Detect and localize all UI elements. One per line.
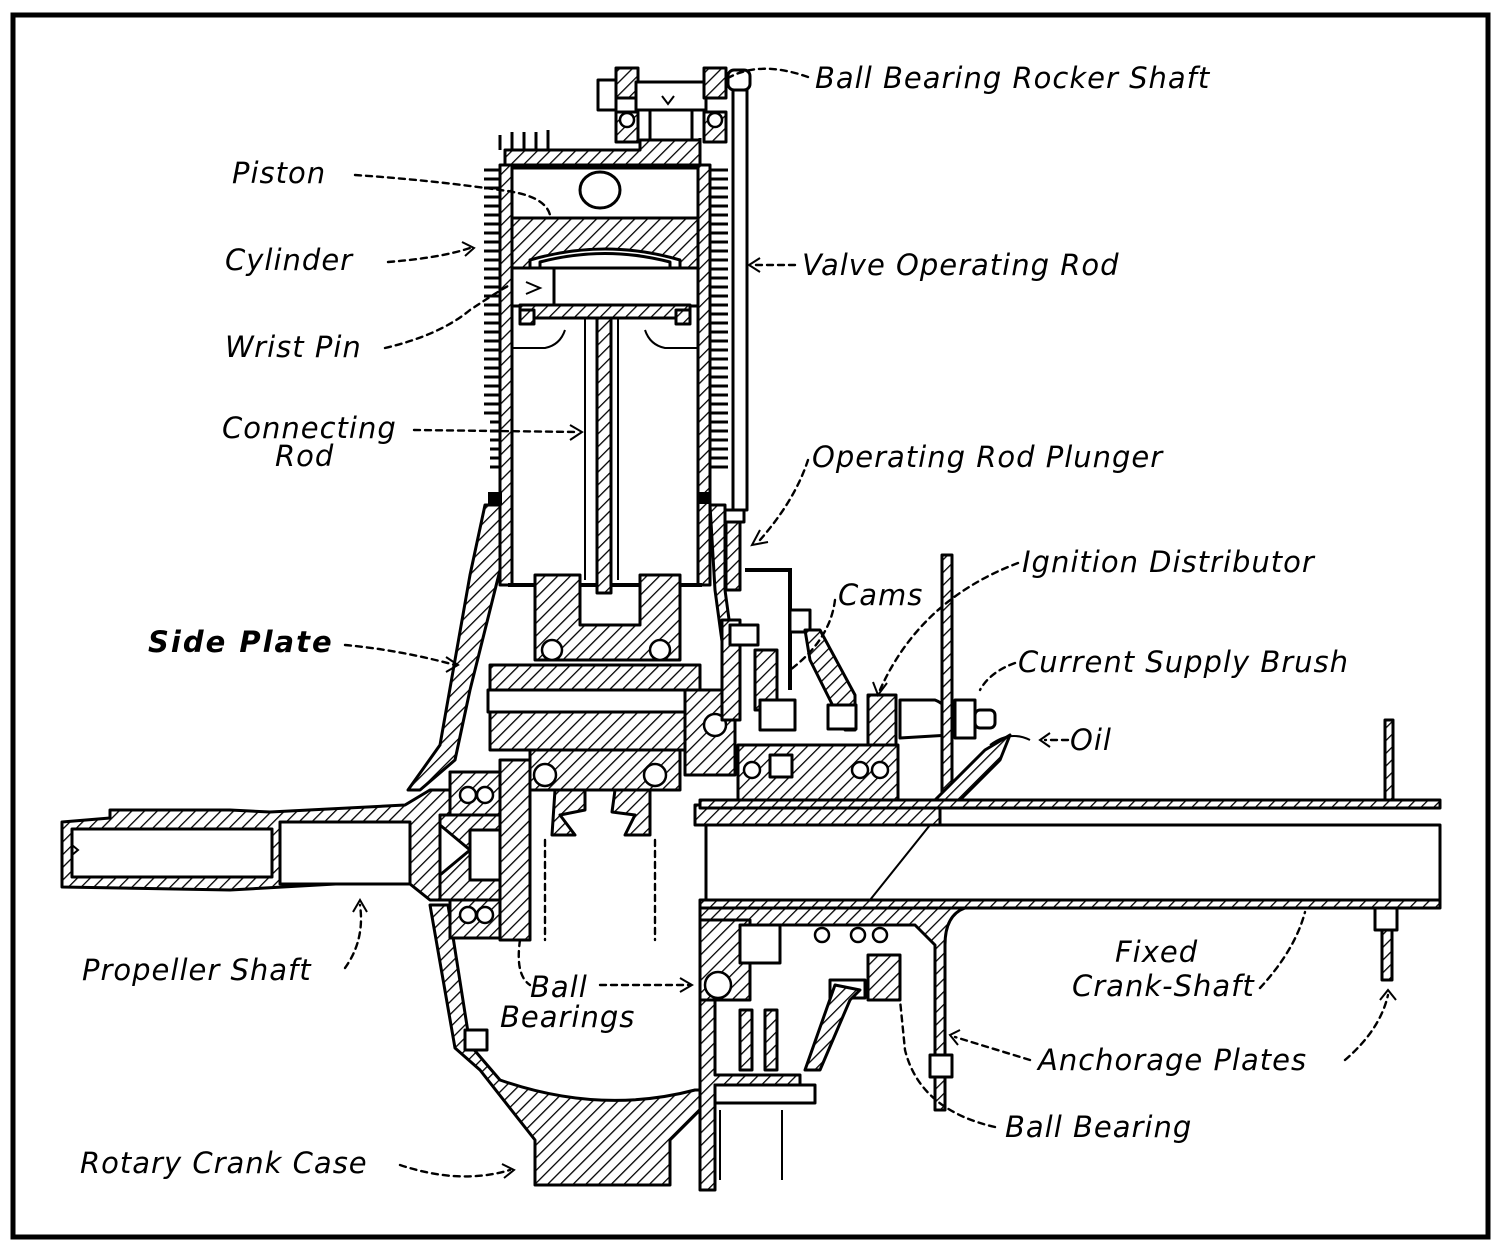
label-side-plate: Side Plate [148,625,334,659]
label-oil: Oil [1070,723,1112,757]
label-ball-bearings-line1: Ball [530,970,588,1004]
cylinder-assembly [484,130,728,587]
piston [510,166,700,307]
label-fixed-crank-shaft-line2: Crank-Shaft [1072,969,1255,1003]
label-connecting-rod-line2: Rod [275,439,334,473]
leader-lines [343,67,1397,1179]
label-wrist-pin: Wrist Pin [225,330,362,364]
connecting-rod [512,303,698,595]
label-valve-operating-rod: Valve Operating Rod [802,248,1120,282]
cam-housing [720,553,1031,807]
propeller-shaft [60,758,532,942]
label-rotary-crank-case: Rotary Crank Case [80,1146,368,1180]
figure-frame [10,12,1491,1240]
label-piston: Piston [232,156,326,190]
rotary-crank-case [428,903,702,1187]
label-current-supply-brush: Current Supply Brush [1018,645,1349,679]
label-cylinder: Cylinder [225,243,354,277]
label-operating-rod-plunger: Operating Rod Plunger [812,440,1164,474]
label-ball-bearings-line2: Bearings [500,1000,635,1034]
label-propeller-shaft: Propeller Shaft [82,953,312,987]
label-fixed-crank-shaft-line1: Fixed [1115,935,1198,969]
label-cams: Cams [838,578,923,612]
valve-operating-rod [720,88,749,592]
label-connecting-rod-line1: Connecting [222,411,397,445]
label-ball-bearing: Ball Bearing [1005,1110,1192,1144]
label-ignition-distributor: Ignition Distributor [1022,545,1316,579]
fixed-crank-shaft [693,718,1442,982]
rocker-shaft-assembly [596,66,752,157]
label-ball-bearing-rocker-shaft: Ball Bearing Rocker Shaft [815,61,1211,95]
lower-mechanism [698,906,967,1192]
label-anchorage-plates: Anchorage Plates [1036,1043,1307,1077]
wrist-pin [510,266,700,308]
